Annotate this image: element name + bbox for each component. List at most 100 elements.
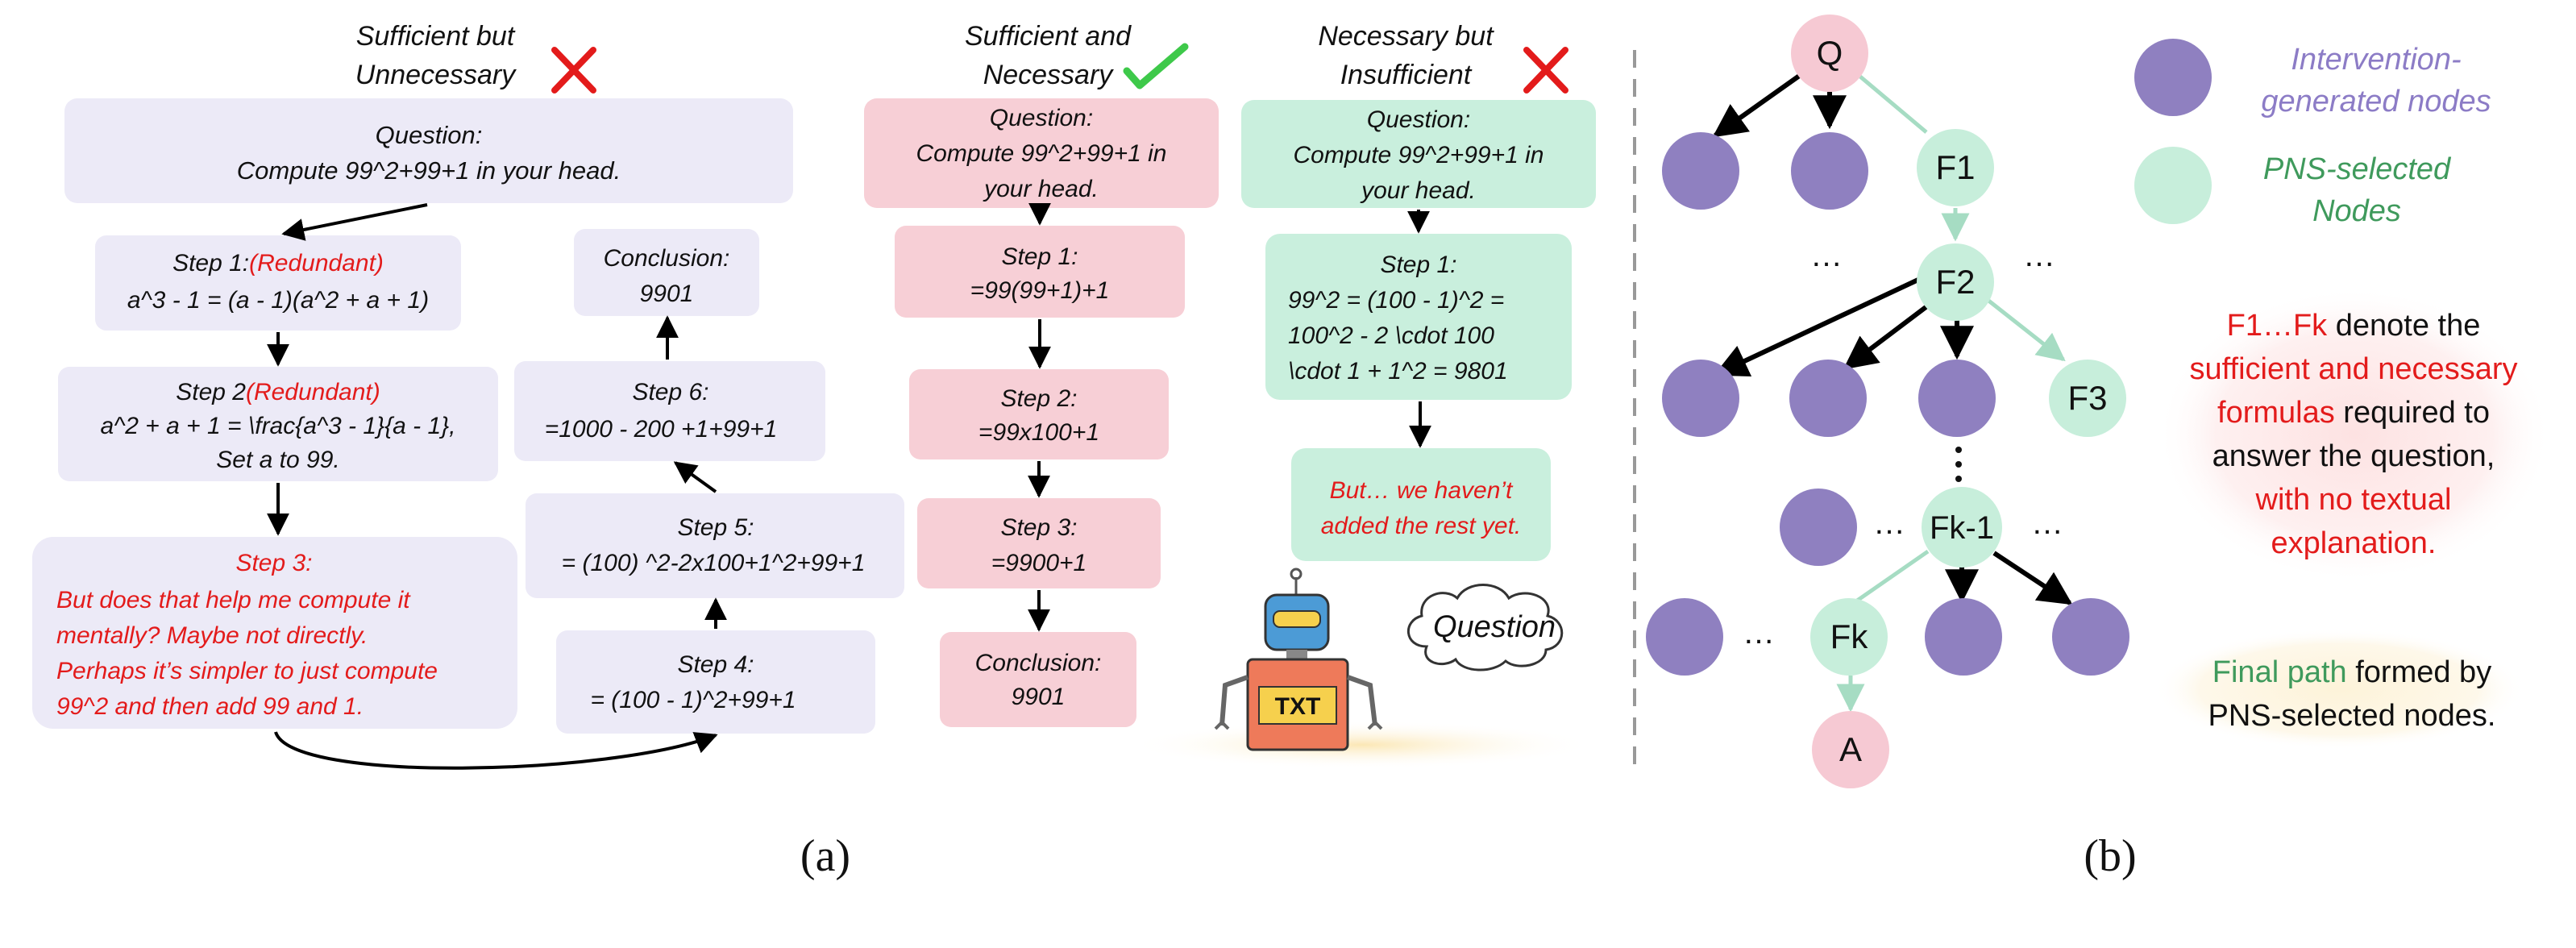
svg-text:F2: F2 — [1935, 263, 1975, 301]
col1-step2-box: Step 2(Redundant) a^2 + a + 1 = \frac{a^… — [58, 367, 498, 481]
col3-step1-box: Step 1: 99^2 = (100 - 1)^2 = 100^2 - 2 \… — [1265, 234, 1572, 400]
robot-right-arm — [1346, 675, 1377, 726]
col3-step1-line2: 100^2 - 2 \cdot 100 — [1288, 322, 1494, 349]
legend-intervention-swatch — [2134, 39, 2212, 116]
node-f1: F1 — [1917, 129, 1994, 206]
panel-a-label: (a) — [800, 831, 850, 881]
node-fk: Fk — [1810, 598, 1888, 676]
col2-step1-text: =99(99+1)+1 — [970, 277, 1110, 304]
svg-text:formulas required to: formulas required to — [2217, 396, 2490, 430]
svg-text:F1…Fk denote the: F1…Fk denote the — [2227, 309, 2481, 343]
legend-pns-line2: Nodes — [2312, 194, 2401, 228]
col1-conclusion-value: 9901 — [640, 281, 694, 307]
legend-intervention-line1: Intervention- — [2291, 43, 2461, 77]
svg-text:F1: F1 — [1935, 148, 1975, 186]
col1-step1-box: Step 1:(Redundant) a^3 - 1 = (a - 1)(a^2… — [95, 235, 461, 331]
edge-f2-p3 — [1714, 276, 1922, 376]
robot-screen — [1258, 686, 1337, 725]
col3-question-line1: Compute 99^2+99+1 in — [1294, 142, 1544, 168]
intervention-node — [2052, 598, 2129, 676]
robot-visor — [1273, 610, 1321, 628]
note-red-3: formulas — [2217, 396, 2335, 430]
col1-step3-line3: Perhaps it’s simpler to just compute — [56, 658, 438, 684]
col1-arrows — [267, 203, 727, 770]
col3-question-label: Question: — [1367, 106, 1470, 133]
edge-q-f1 — [1854, 71, 1928, 134]
edge-f2-f3 — [1986, 298, 2066, 362]
col1-question-label: Question: — [376, 121, 483, 149]
note-black-4: answer the question, — [2212, 439, 2495, 473]
intervention-node — [1925, 598, 2002, 676]
ellipsis-right-fk1: … — [2031, 505, 2063, 541]
ellipsis-left-fk1: … — [1873, 505, 1905, 541]
col1-step3-label: Step 3: — [235, 550, 312, 576]
col1-step2-label: Step 2 — [176, 379, 246, 405]
col2-step3-label: Step 3: — [1000, 514, 1077, 541]
arrow-step5-step6 — [673, 461, 717, 493]
arrow-step3-step4 — [274, 731, 718, 770]
intervention-node — [1662, 360, 1739, 437]
col1-step1-text: a^3 - 1 = (a - 1)(a^2 + a + 1) — [127, 287, 429, 314]
svg-text:Fk: Fk — [1830, 617, 1869, 655]
column-sufficient-unnecessary: Sufficient but Unnecessary Question: Com… — [32, 21, 904, 770]
note-black-3: required to — [2335, 396, 2490, 430]
robot-left-arm — [1219, 675, 1249, 726]
col1-step2-line2: Set a to 99. — [216, 447, 339, 473]
col1-step2-tag: (Redundant) — [246, 379, 380, 405]
note-red-6: explanation. — [2271, 526, 2437, 560]
col3-question-line2: your head. — [1360, 177, 1476, 204]
note-red-2: sufficient and necessary — [2190, 352, 2518, 386]
thought-cloud: Question — [1407, 584, 1564, 672]
col1-step3-line1: But does that help me compute it — [56, 587, 411, 613]
legend: Intervention- generated nodes PNS-select… — [2134, 39, 2491, 228]
col3-title-line1: Necessary but — [1318, 21, 1494, 52]
col1-step4-text: = (100 - 1)^2+99+1 — [590, 687, 796, 713]
col1-step3-line2: mentally? Maybe not directly. — [56, 622, 368, 649]
col1-step1-tag: (Redundant) — [249, 250, 384, 276]
col2-step1-label: Step 1: — [1001, 243, 1078, 270]
svg-text:Fk-1: Fk-1 — [1930, 510, 1994, 546]
col2-title-line1: Sufficient and — [965, 21, 1132, 52]
col3-note-line1: But… we haven’t — [1330, 477, 1514, 504]
legend-pns-line1: PNS-selected — [2263, 152, 2452, 186]
note-red-5: with no textual — [2255, 483, 2452, 517]
edge-fk1-fk — [1847, 549, 1930, 609]
col3-note-box: But… we haven’t added the rest yet. — [1291, 448, 1551, 561]
cloud-shape — [1407, 584, 1564, 672]
col1-step2-line1: a^2 + a + 1 = \frac{a^3 - 1}{a - 1}, — [101, 413, 456, 439]
node-q: Q — [1791, 15, 1868, 92]
note-black-1: denote the — [2327, 309, 2480, 343]
col1-step5-text: = (100) ^2-2x100+1^2+99+1 — [562, 550, 866, 576]
svg-text:Q: Q — [1817, 34, 1843, 72]
col2-question-label: Question: — [990, 105, 1093, 131]
col2-step1-box: Step 1: =99(99+1)+1 — [895, 226, 1185, 318]
vertical-ellipsis — [1955, 447, 1962, 482]
col1-title-line1: Sufficient but — [356, 21, 516, 52]
arrow-q-step1 — [281, 203, 428, 241]
col1-step5-label: Step 5: — [677, 514, 754, 541]
note-red-1: F1…Fk — [2227, 309, 2329, 343]
col1-step5-box: Step 5: = (100) ^2-2x100+1^2+99+1 — [526, 493, 904, 598]
col3-step1-line3: \cdot 1 + 1^2 = 9801 — [1288, 358, 1508, 385]
intervention-node — [1918, 360, 1996, 437]
col2-arrows — [1028, 202, 1051, 632]
col1-step6-box: Step 6: =1000 - 200 +1+99+1 — [514, 361, 825, 461]
robot-shadow — [1128, 721, 1596, 769]
col1-step4-box: Step 4: = (100 - 1)^2+99+1 — [556, 630, 875, 734]
col1-step3-line4: 99^2 and then add 99 and 1. — [56, 693, 364, 720]
svg-text:Step 1:(Redundant): Step 1:(Redundant) — [172, 250, 384, 276]
col1-step3-box: Step 3: But does that help me compute it… — [32, 537, 517, 729]
col3-title-line2: Insufficient — [1340, 60, 1473, 90]
formula-note: F1…Fk denote the sufficient and necessar… — [2157, 287, 2552, 582]
intervention-node — [1791, 132, 1868, 210]
col2-title-line2: Necessary — [983, 60, 1115, 90]
col2-step3-box: Step 3: =9900+1 — [917, 498, 1161, 588]
cross-icon — [551, 47, 596, 94]
column-necessary-insufficient: Necessary but Insufficient Question: Com… — [1128, 21, 1596, 769]
node-fk-1: Fk-1 — [1922, 487, 2002, 568]
edge-q-p1 — [1712, 70, 1805, 138]
final-black-1: formed by — [2347, 655, 2492, 689]
intervention-node — [1789, 360, 1867, 437]
